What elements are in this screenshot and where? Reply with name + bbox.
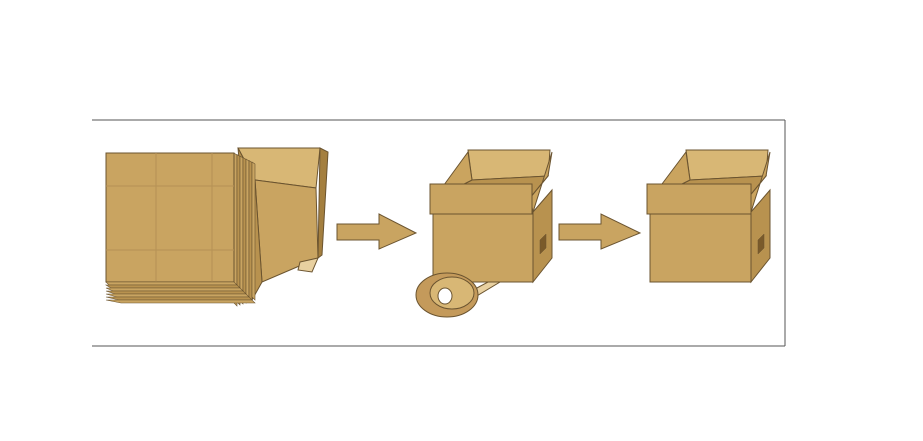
flat-box-creases [106,153,234,282]
box2-front-flap [429,183,533,215]
box3-side [750,188,771,284]
box2-handle-hole [539,233,547,255]
box2-front [432,213,534,283]
tape-roll [415,272,479,318]
stack-layer-bottom [105,296,253,301]
box3-front [649,213,752,283]
stack-edges [233,152,256,307]
stack-layer-edge [242,156,247,304]
stack-layer-bottom [105,299,256,304]
stack-layer-edge [251,161,256,301]
box3-handle-hole [757,233,765,255]
stack-layer-bottom [105,290,247,295]
stack-layer-edge [239,155,244,305]
box2-back-flap [467,149,551,181]
stack-layer-bottom [105,281,238,286]
frame [92,119,786,347]
step-1-flat-box-stack [104,147,329,307]
arrow-right-1 [336,213,418,250]
step-2-open-box-with-tape [415,149,553,318]
flat-box-front [105,152,235,283]
stack-layer-bottom [105,287,244,292]
stack-layer-edge [245,158,250,303]
box2-side [532,188,553,284]
box3-front-flap [646,183,752,215]
stack-layer-edge [248,159,253,302]
box3-back-flap [685,149,769,181]
stack-layer-bottom [104,284,241,289]
stack-layer-bottom [105,293,250,298]
arrow-right-2 [558,213,642,250]
step-3-assembled-box [646,149,771,284]
stack-layer-edge [236,153,241,306]
stack-bottom [104,281,256,304]
